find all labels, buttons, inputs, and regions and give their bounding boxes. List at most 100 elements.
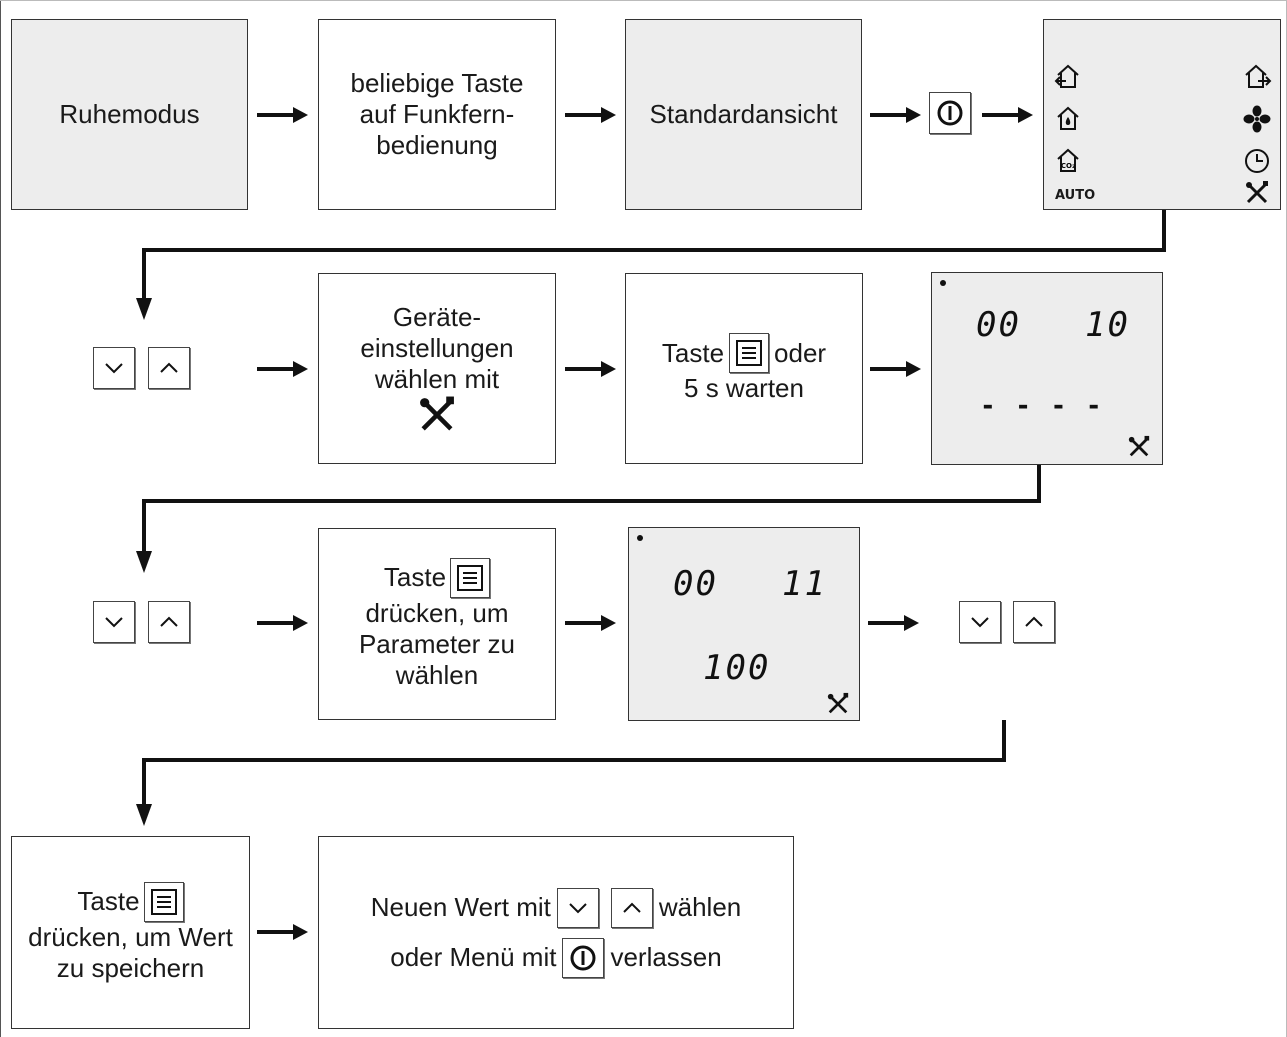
down-button-row3-right[interactable] bbox=[959, 601, 1001, 643]
wrench-screwdriver-icon bbox=[1246, 181, 1268, 204]
taste-oder-line-3: 5 s warten bbox=[684, 373, 804, 403]
taste-wert-speichern-box: Taste drücken, um Wert zu speichern bbox=[11, 836, 250, 1029]
menu-button[interactable] bbox=[729, 333, 770, 373]
lcd-home-screen: CO₂ AUTO bbox=[1043, 19, 1281, 210]
standardansicht-box: Standardansicht bbox=[625, 19, 862, 210]
arrow-2 bbox=[565, 107, 616, 123]
taste-wert-line-2: drücken, um Wert bbox=[28, 921, 233, 952]
standardansicht-label: Standardansicht bbox=[649, 99, 838, 129]
taste-param-line-3: Parameter zu bbox=[358, 628, 516, 659]
connector-2 bbox=[136, 465, 1041, 573]
arrow-8 bbox=[257, 615, 308, 631]
neuen-line-2: wählen bbox=[658, 892, 742, 922]
arrow-11 bbox=[257, 924, 308, 940]
funk-line-2: auf Funkfern- bbox=[359, 99, 515, 129]
lcd2-bottom-value: 100 bbox=[703, 648, 771, 688]
taste-oder-line-2: oder bbox=[774, 337, 827, 368]
lcd2-right-value: 11 bbox=[782, 564, 827, 604]
chevron-up-icon bbox=[160, 616, 178, 627]
lcd-parameter-screen-1: 00 10 - - - - bbox=[931, 272, 1163, 465]
neuen-line-3: oder Menü mit bbox=[390, 942, 557, 972]
lcd1-right-value: 10 bbox=[1085, 305, 1130, 345]
funk-line-1: beliebige Taste bbox=[350, 68, 524, 98]
arrow-10 bbox=[868, 615, 919, 631]
taste-parameter-box: Taste drücken, um Parameter zu wählen bbox=[318, 528, 556, 720]
home-out-icon bbox=[1054, 64, 1079, 88]
down-button-inline[interactable] bbox=[556, 887, 599, 928]
clock-icon bbox=[1245, 149, 1269, 173]
neuen-line-1: Neuen Wert mit bbox=[370, 892, 551, 922]
chevron-down-icon bbox=[105, 617, 123, 628]
fan-icon bbox=[1243, 105, 1271, 133]
arrow-6 bbox=[565, 361, 616, 377]
chevron-up-icon bbox=[160, 362, 178, 373]
frame-left bbox=[0, 0, 1, 1037]
connector-1 bbox=[136, 210, 1166, 320]
chevron-down-icon bbox=[569, 902, 587, 913]
menu-icon bbox=[457, 564, 484, 591]
wrench-screwdriver-icon bbox=[1128, 435, 1150, 457]
lcd2-left-value: 00 bbox=[673, 564, 718, 604]
menu-icon bbox=[736, 340, 763, 366]
up-button-inline[interactable] bbox=[610, 887, 653, 928]
ruhemodus-label: Ruhemodus bbox=[59, 99, 200, 129]
arrow-9 bbox=[565, 615, 616, 631]
taste-wert-line-3: zu speichern bbox=[56, 952, 205, 983]
lcd-parameter-screen-2: 00 11 100 bbox=[628, 527, 860, 721]
neuen-row-2: oder Menü mit verlassen bbox=[390, 937, 722, 978]
up-button-row3[interactable] bbox=[148, 601, 190, 643]
svg-text:CO₂: CO₂ bbox=[1061, 162, 1075, 170]
power-icon bbox=[937, 100, 963, 126]
taste-wert-row: Taste bbox=[77, 881, 184, 922]
neuen-wert-box: Neuen Wert mit wählen oder Menü mit verl… bbox=[318, 836, 794, 1029]
down-button-row2[interactable] bbox=[93, 347, 135, 389]
lcd-indicator-dot bbox=[637, 535, 643, 541]
down-button-row3[interactable] bbox=[93, 601, 135, 643]
menu-button[interactable] bbox=[450, 557, 491, 598]
taste-oder-warten-box: Taste oder 5 s warten bbox=[625, 273, 863, 464]
up-button-row2[interactable] bbox=[148, 347, 190, 389]
arrow-7 bbox=[870, 361, 921, 377]
taste-param-row: Taste bbox=[383, 557, 491, 598]
power-button[interactable] bbox=[929, 92, 971, 134]
funkfernbedienung-box: beliebige Taste auf Funkfern- bedienung bbox=[318, 19, 556, 210]
taste-param-line-4: wählen bbox=[395, 659, 479, 690]
neuen-row-1: Neuen Wert mit wählen bbox=[370, 887, 742, 928]
geraete-line-2: einstellungen bbox=[360, 333, 514, 363]
arrow-4 bbox=[982, 107, 1033, 123]
lcd-indicator-dot bbox=[940, 280, 946, 286]
funk-line-3: bedienung bbox=[376, 130, 498, 160]
home-in-icon bbox=[1245, 64, 1272, 88]
geraete-line-1: Geräte- bbox=[392, 302, 482, 332]
taste-wert-line-1: Taste bbox=[77, 886, 140, 916]
geraete-line-3: wählen mit bbox=[374, 364, 500, 394]
power-button-inline[interactable] bbox=[562, 937, 605, 978]
up-button-row3-right[interactable] bbox=[1013, 601, 1055, 643]
wrench-screwdriver-icon bbox=[827, 692, 849, 714]
menu-button[interactable] bbox=[143, 881, 184, 922]
home-humidity-icon bbox=[1057, 106, 1079, 130]
arrow-3 bbox=[870, 107, 921, 123]
chevron-up-icon bbox=[623, 902, 641, 913]
arrow-1 bbox=[257, 107, 308, 123]
connector-3 bbox=[136, 720, 1006, 826]
taste-oder-line-1: Taste bbox=[661, 337, 725, 368]
taste-param-line-2: drücken, um bbox=[365, 597, 509, 628]
chevron-down-icon bbox=[971, 617, 989, 628]
taste-param-line-1: Taste bbox=[383, 562, 447, 592]
taste-oder-row: Taste oder bbox=[662, 333, 826, 373]
chevron-up-icon bbox=[1025, 616, 1043, 627]
lcd1-left-value: 00 bbox=[976, 305, 1021, 345]
arrow-5 bbox=[257, 361, 308, 377]
lcd1-bottom-value: - - - - bbox=[980, 391, 1104, 421]
chevron-down-icon bbox=[105, 363, 123, 374]
geraeteeinstellungen-box: Geräte- einstellungen wählen mit bbox=[318, 273, 556, 464]
wrench-screwdriver-icon bbox=[420, 396, 454, 431]
power-icon bbox=[570, 945, 596, 970]
home-co2-icon: CO₂ bbox=[1057, 148, 1079, 172]
auto-label: AUTO bbox=[1055, 188, 1096, 203]
neuen-line-4: verlassen bbox=[610, 942, 722, 972]
menu-icon bbox=[150, 888, 177, 915]
ruhemodus-box: Ruhemodus bbox=[11, 19, 248, 210]
frame-top bbox=[0, 0, 1287, 1]
